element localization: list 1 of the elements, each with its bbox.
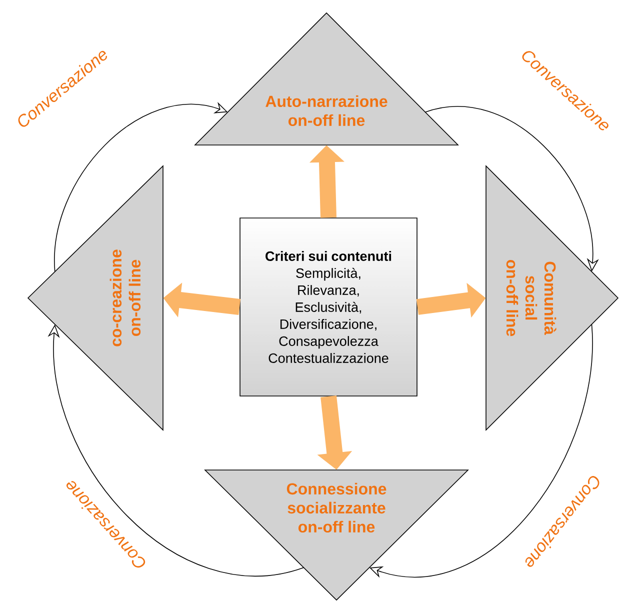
- content-box: Criteri sui contenuti Semplicità, Rilevanza, Esclusività, Diversificazione, Consapevolezza Contestualizzazione: [240, 218, 418, 396]
